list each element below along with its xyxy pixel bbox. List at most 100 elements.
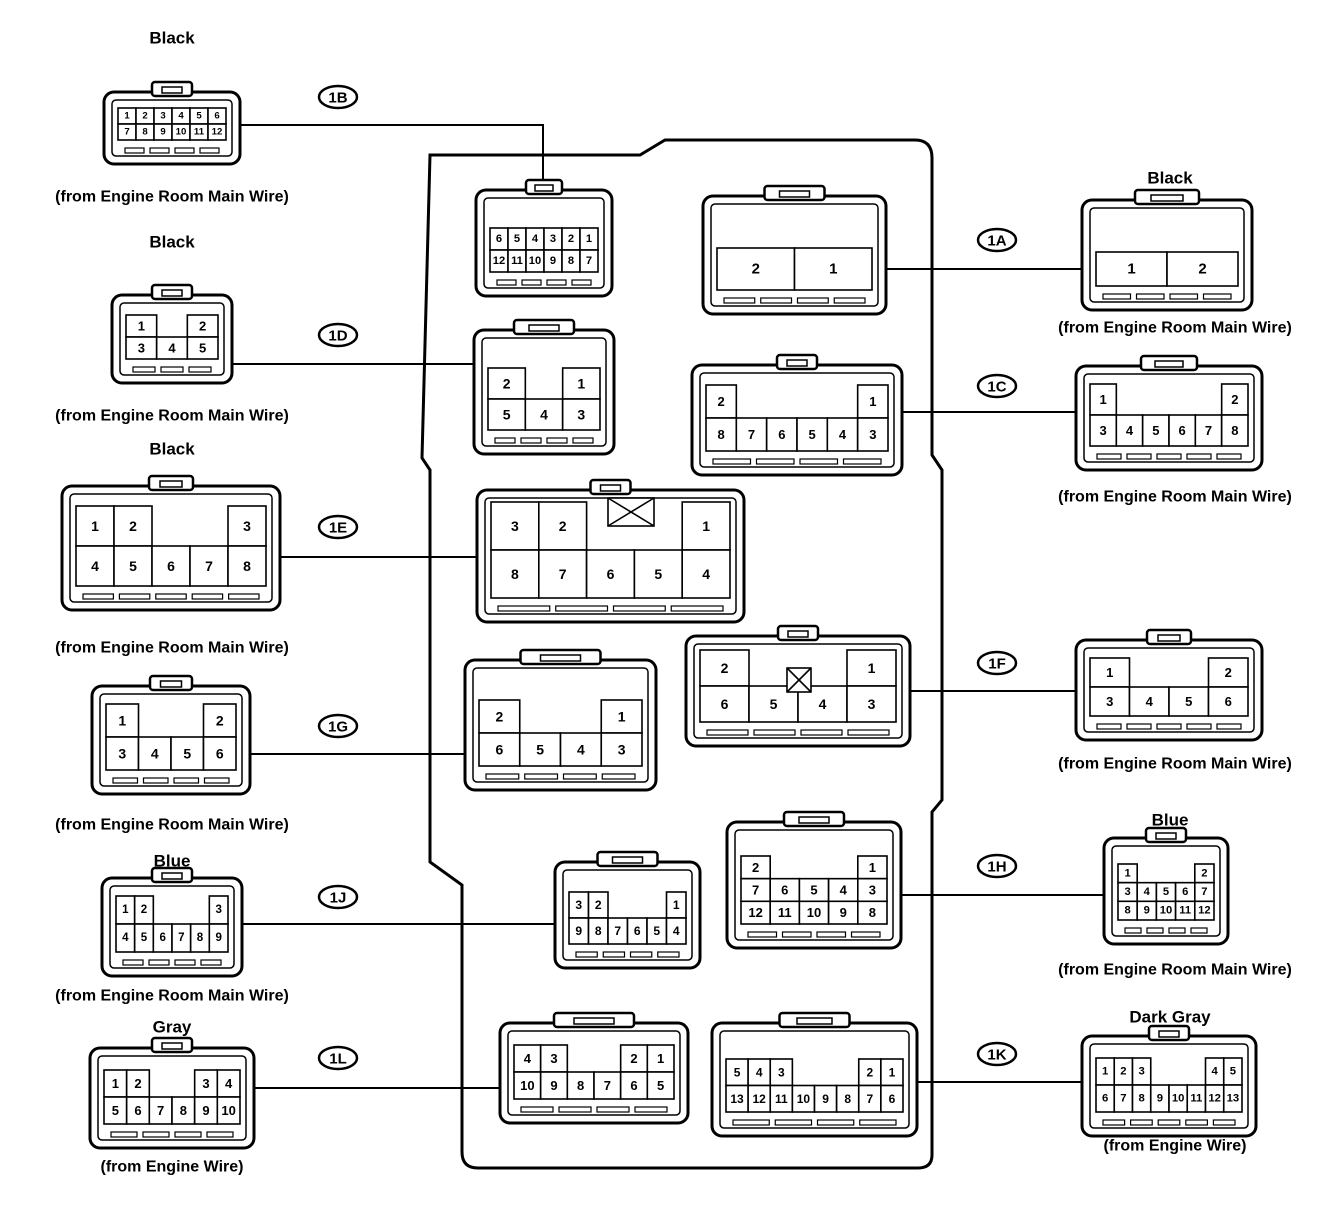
socket-1b-pin-cell [579, 249, 599, 273]
code-bubble-outline [976, 1041, 1018, 1067]
socket-1g-pin-2: 2 [495, 709, 503, 725]
socket-1f-pin-cell [846, 685, 897, 723]
plug-1g-pin-cell [170, 736, 205, 771]
socket-1l-rib [634, 1106, 668, 1113]
plug-1k-pin-cell [1222, 1084, 1243, 1113]
socket-1b-pin-9: 9 [550, 255, 556, 267]
socket-1k-pin-11: 11 [775, 1092, 788, 1106]
socket-1e-blank-cavity [607, 497, 655, 527]
wire-color-label-1e: Black [149, 440, 195, 459]
socket-1b-pin-4: 4 [532, 233, 539, 245]
code-bubble-outline [317, 884, 359, 910]
socket-1l-pin-1: 1 [657, 1051, 664, 1066]
plug-1f-pin-4: 4 [1146, 694, 1154, 709]
plug-1h-rib [1124, 927, 1142, 934]
socket-1g-inner-frame [472, 667, 649, 783]
connector-code-label: 1D [328, 328, 347, 345]
plug-1k-pin-13: 13 [1227, 1093, 1240, 1105]
socket-1c-pin-6: 6 [778, 427, 785, 442]
plug-1e-pin-5: 5 [129, 558, 137, 574]
socket-1k-pin-12: 12 [753, 1092, 767, 1106]
plug-1b-pin-7: 7 [124, 127, 129, 138]
plug-1f-latch-slot [1157, 634, 1181, 642]
socket-1d-pin-cell [487, 398, 527, 431]
plug-1f-rib [1096, 723, 1122, 730]
plug-1d-rib [160, 366, 184, 373]
plug-1h-pin-8: 8 [1124, 905, 1130, 917]
connector-code-label: 1G [328, 719, 348, 736]
code-bubble-outline [317, 322, 359, 348]
plug-1j-inner-frame [109, 885, 235, 969]
plug-1c-rib [1096, 453, 1122, 460]
plug-1l-rib [206, 1131, 234, 1138]
socket-1k-pin-6: 6 [889, 1092, 896, 1106]
plug-1e-pin-7: 7 [205, 558, 213, 574]
source-caption-1c: (from Engine Room Main Wire) [1058, 489, 1292, 506]
socket-1d-rib [494, 437, 516, 444]
socket-1g-pin-cell [600, 699, 643, 734]
socket-1h-pin-cell [856, 900, 888, 925]
plug-1d-latch-slot [161, 289, 183, 297]
plug-1g-rib [112, 777, 139, 784]
socket-1l-pin-9: 9 [550, 1078, 557, 1093]
plug-1g-pin-3: 3 [118, 746, 126, 762]
plug-1g-rib [203, 777, 230, 784]
plug-1h-rib [1190, 927, 1208, 934]
socket-1k-pin-1: 1 [889, 1065, 896, 1079]
socket-1j-pin-3: 3 [575, 898, 582, 912]
socket-1l-latch-slot [573, 1017, 615, 1025]
socket-1c-rib [712, 458, 752, 465]
plug-1g-pin-1: 1 [118, 713, 126, 729]
socket-1e-pin-3: 3 [511, 518, 519, 534]
socket-1h-pin-12: 12 [748, 905, 762, 920]
plug-1b-pin-10: 10 [176, 127, 187, 138]
connector-code-1b: 1B [317, 84, 359, 110]
socket-1l-pin-cell [646, 1044, 675, 1073]
socket-1k-rib [774, 1119, 813, 1126]
socket-1l-pin-10: 10 [520, 1078, 534, 1093]
plug-1e-pin-cell [75, 545, 115, 587]
plug-1e-rib [82, 593, 114, 600]
plug-1c-pin-4: 4 [1126, 423, 1134, 438]
plug-1b-inner-frame [111, 99, 233, 157]
leader-line-1b [240, 124, 544, 190]
socket-1c-pin-5: 5 [809, 427, 816, 442]
socket-1b-rib [521, 279, 542, 286]
socket-1h-pin-6: 6 [781, 883, 788, 898]
socket-1c-pin-cell [796, 417, 829, 452]
socket-1e-pin-8: 8 [511, 566, 519, 582]
socket-1c-pin-8: 8 [718, 427, 725, 442]
wire-color-label-1j: Blue [154, 852, 191, 871]
plug-1k-pin-3: 3 [1138, 1066, 1144, 1078]
source-caption-1d: (from Engine Room Main Wire) [55, 408, 289, 425]
plug-1j-rib [148, 959, 170, 966]
socket-1j-pin-1: 1 [673, 898, 680, 912]
socket-1g-pin-cell [478, 732, 521, 767]
socket-1l-pin-5: 5 [657, 1078, 664, 1093]
socket-1l-pin-cell [593, 1071, 622, 1100]
socket-1c-pin-cell [856, 384, 889, 419]
plug-1k-pin-10: 10 [1172, 1093, 1185, 1105]
plug-1b-pin-9: 9 [160, 127, 165, 138]
plug-1e-rib [118, 593, 151, 600]
plug-1e-pin-cell [113, 545, 153, 587]
plug-1a-pin-cell [1166, 251, 1239, 287]
plug-1k-pin-5: 5 [1230, 1066, 1236, 1078]
socket-1l-pin-8: 8 [577, 1078, 584, 1093]
socket-1g-pin-5: 5 [536, 742, 544, 758]
plug-1b-pin-11: 11 [194, 127, 205, 138]
plug-1e-pin-4: 4 [91, 558, 99, 574]
plug-1h-rib [1146, 927, 1164, 934]
plug-1c-pin-cell [1115, 414, 1144, 447]
socket-1f-blank-cavity [786, 667, 812, 693]
plug-1j-pin-3: 3 [215, 904, 222, 916]
code-bubble-outline [976, 650, 1018, 676]
plug-1g-rib [173, 777, 200, 784]
plug-1l-pin-1: 1 [112, 1076, 119, 1091]
socket-1h-inner-frame [734, 829, 894, 941]
